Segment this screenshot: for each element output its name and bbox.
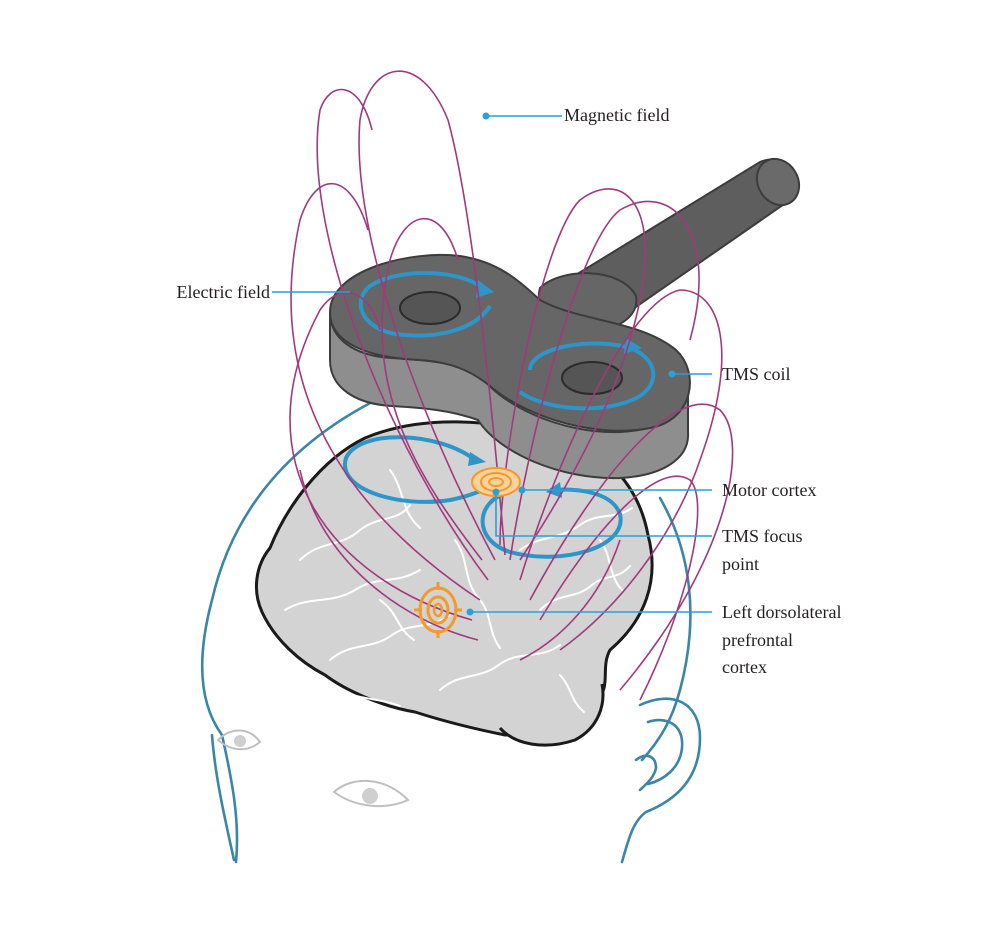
head-profile-line [201, 400, 374, 864]
handle-end [755, 157, 801, 207]
magnetic-field-lines [289, 70, 734, 701]
brain-current-loop-right [480, 487, 623, 559]
label-motor-cortex: Motor cortex [722, 480, 816, 500]
head-back-line [640, 496, 692, 762]
leader-tms-focus-point [495, 492, 712, 537]
brain [255, 420, 654, 747]
coil-current-arrow-right [624, 338, 642, 354]
coil-left-center [399, 291, 461, 325]
label-dlpfc-line1: Left dorsolateral [722, 602, 841, 622]
label-tms-coil: TMS coil [722, 364, 791, 384]
coil-current-loop-right [518, 341, 656, 411]
head-outline [201, 400, 702, 864]
leader-lines [272, 112, 712, 616]
tms-coil [329, 254, 691, 480]
coil-current-loop-left [358, 271, 492, 338]
label-electric-field: Electric field [177, 282, 270, 302]
right-eye-pupil [362, 788, 378, 804]
brain-current-loop-left [342, 435, 502, 504]
coil-handle [537, 157, 801, 332]
label-dlpfc-line3: cortex [722, 657, 767, 677]
label-magnetic-field: Magnetic field [564, 105, 669, 125]
left-eye-icon [216, 729, 262, 751]
left-eye-pupil [234, 735, 246, 747]
face-features [216, 729, 410, 808]
labels: Magnetic field Electric field TMS coil M… [177, 105, 842, 677]
label-tms-focus-point-line2: point [722, 554, 759, 574]
brain-current-arrow [468, 452, 486, 466]
label-dlpfc-line2: prefrontal [722, 630, 793, 650]
ear-inner-fold [634, 754, 658, 792]
ear-inner [646, 718, 684, 786]
cerebellum [498, 683, 605, 747]
right-eye-icon [332, 779, 410, 808]
label-tms-focus-point-line1: TMS focus [722, 526, 803, 546]
coil-current-arrow-left [476, 280, 494, 298]
dlpfc-target-icon [414, 582, 462, 638]
induced-current-loops [342, 435, 623, 559]
ear-outer [620, 697, 702, 864]
head-nose-line [210, 733, 236, 862]
